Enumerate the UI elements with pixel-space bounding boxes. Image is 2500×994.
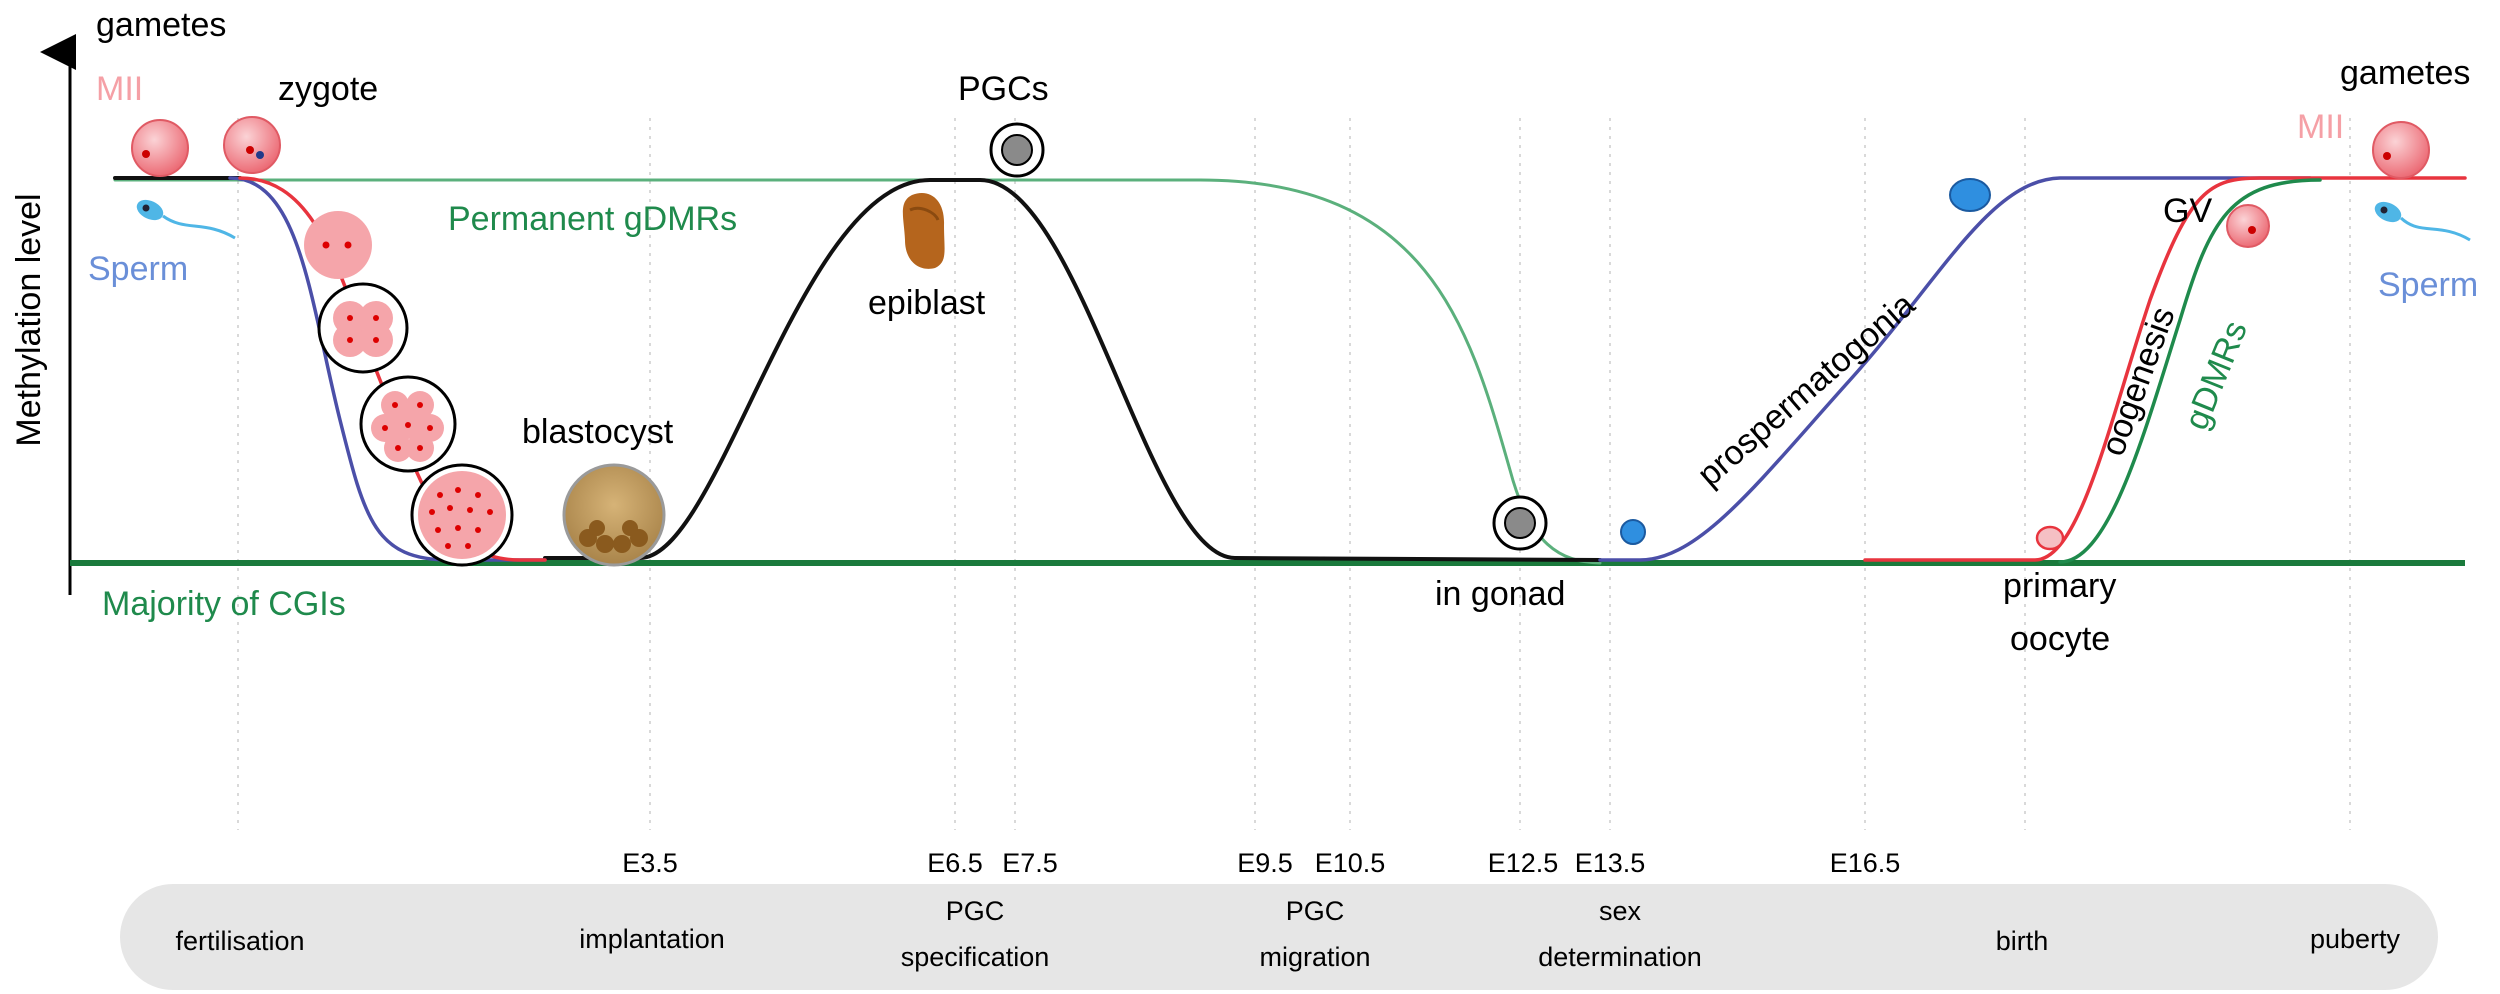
- timepoint-label: E7.5: [1002, 848, 1058, 878]
- timepoint-label: E13.5: [1575, 848, 1646, 878]
- sperm-right-label: Sperm: [2378, 266, 2478, 304]
- stage-label: specification: [901, 942, 1050, 972]
- mii-egg-left: [131, 119, 189, 177]
- pgc-cell-icon: [989, 122, 1045, 178]
- embryo-methylation-curve: [113, 176, 1602, 562]
- majority-cgis-label: Majority of CGIs: [102, 585, 346, 623]
- morula-icon: [410, 463, 514, 567]
- timepoint-labels: E3.5 E6.5 E7.5 E9.5 E10.5 E12.5 E13.5 E1…: [622, 848, 1900, 878]
- prospermatogonia-cell-early: [1620, 519, 1646, 545]
- stage-label: birth: [1996, 926, 2049, 956]
- blastocyst-icon: [562, 463, 666, 567]
- gdmr-curve: [2058, 178, 2322, 564]
- four-cell-embryo-icon: [317, 282, 409, 374]
- stage-label: puberty: [2310, 924, 2401, 954]
- stage-label: PGC: [1286, 896, 1345, 926]
- sperm-right-icon: [2374, 201, 2471, 242]
- mii-left-label: MII: [96, 70, 143, 108]
- primary-oocyte-label-line2: oocyte: [2010, 620, 2110, 658]
- timepoint-label: E16.5: [1830, 848, 1901, 878]
- epiblast-icon: [902, 193, 945, 269]
- gv-oocyte-icon: [2226, 204, 2270, 248]
- sperm-left-label: Sperm: [88, 250, 188, 288]
- eight-cell-embryo-icon: [359, 375, 457, 473]
- timepoint-label: E10.5: [1315, 848, 1386, 878]
- stage-label: implantation: [579, 924, 725, 954]
- gdmrs-label: gDMRs: [2177, 316, 2255, 435]
- stage-label: migration: [1259, 942, 1370, 972]
- stage-label: PGC: [946, 896, 1005, 926]
- stage-label: fertilisation: [175, 926, 304, 956]
- blastocyst-label: blastocyst: [522, 413, 674, 451]
- primary-oocyte-label-line1: primary: [2003, 567, 2116, 605]
- gametes-right-label: gametes: [2340, 54, 2470, 92]
- primary-oocyte-icon: [2035, 525, 2065, 551]
- timepoint-label: E3.5: [622, 848, 678, 878]
- prospermatogonia-label: prospermatogonia: [1690, 286, 1922, 495]
- stage-labels: fertilisation implantation PGC specifica…: [175, 896, 2400, 972]
- in-gonad-label: in gonad: [1435, 575, 1565, 613]
- stage-label: determination: [1538, 942, 1702, 972]
- stage-label: sex: [1599, 896, 1642, 926]
- permanent-gdmrs-label: Permanent gDMRs: [448, 200, 737, 238]
- epiblast-label: epiblast: [868, 284, 986, 322]
- mii-right-label: MII: [2297, 108, 2344, 146]
- pgcs-label: PGCs: [958, 70, 1049, 108]
- mii-egg-right: [2372, 121, 2430, 179]
- timepoint-label: E12.5: [1488, 848, 1559, 878]
- gametes-left-label: gametes: [96, 6, 226, 44]
- two-cell-embryo-icon: [304, 211, 372, 279]
- paternal-curve: [228, 176, 2312, 562]
- zygote-label: zygote: [278, 70, 378, 108]
- sperm-left-icon: [136, 199, 236, 240]
- prospermatogonia-cell-late: [1949, 178, 1991, 212]
- oogenesis-label: oogenesis: [2094, 302, 2183, 461]
- permanent-gdmr-curve: [113, 178, 1602, 565]
- zygote-icon: [223, 116, 281, 174]
- timepoint-label: E9.5: [1237, 848, 1293, 878]
- timeline-guides: [237, 118, 2351, 830]
- gv-label: GV: [2163, 192, 2212, 230]
- timepoint-label: E6.5: [927, 848, 983, 878]
- stage-bar: [120, 884, 2438, 990]
- y-axis-label: Methylation level: [10, 193, 48, 446]
- pgc-in-gonad-icon: [1492, 495, 1548, 551]
